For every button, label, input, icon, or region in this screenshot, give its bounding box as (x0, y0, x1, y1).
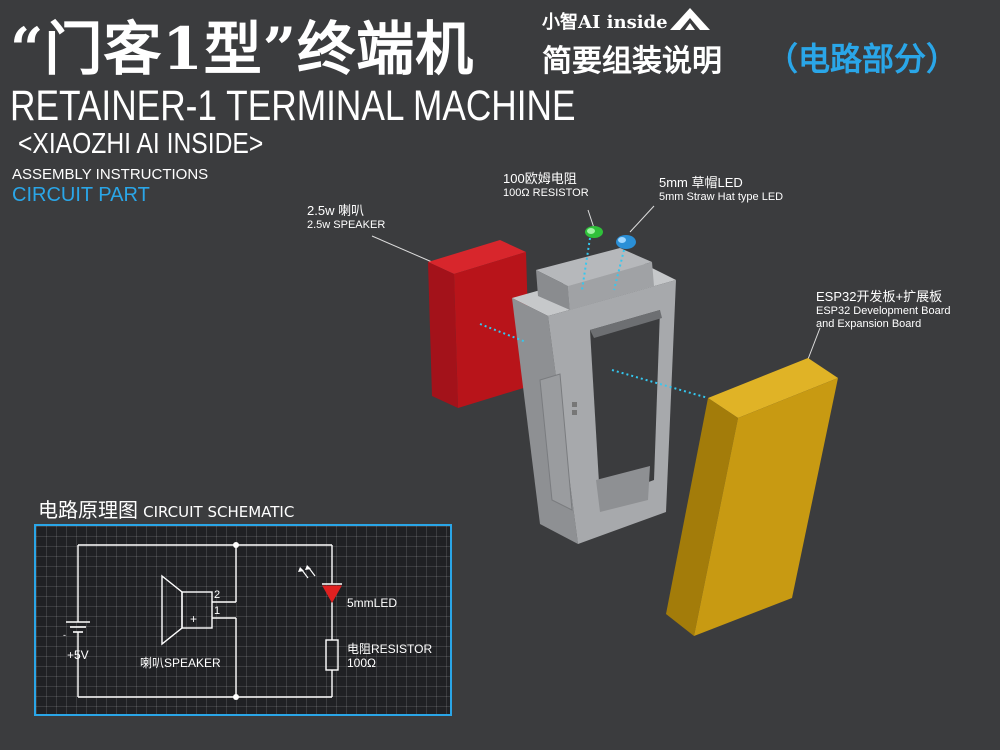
resistor-leader-line (587, 209, 595, 229)
speaker-callout: 2.5w 喇叭 2.5w SPEAKER (307, 203, 386, 232)
resistor-callout: 100欧姆电阻 100Ω RESISTOR (503, 171, 589, 200)
schematic-heading: 电路原理图 CIRCUIT SCHEMATIC (38, 494, 294, 523)
speaker-leader-line (371, 235, 433, 263)
esp32-board-block (666, 358, 838, 636)
board-callout-en-1: ESP32 Development Board (816, 304, 951, 317)
battery-symbol (66, 621, 90, 633)
board-callout: ESP32开发板+扩展板 ESP32 Development Board and… (816, 289, 951, 330)
led-callout: 5mm 草帽LED 5mm Straw Hat type LED (659, 175, 784, 204)
schematic-heading-cn: 电路原理图 (38, 498, 138, 522)
led-symbol (298, 565, 342, 604)
schematic-heading-en: CIRCUIT SCHEMATIC (143, 503, 295, 521)
resistor-label: 电阻RESISTOR (347, 642, 433, 656)
title-english-sub: <XIAOZHI AI INSIDE> (18, 128, 264, 160)
circuit-schematic: - +5V 2 1 + 喇叭SPEAKER 5mmLED 电阻RESISTOR … (34, 524, 452, 716)
schematic-drawing (66, 542, 342, 700)
connection-lines (479, 237, 709, 399)
logo-icon (670, 8, 710, 30)
speaker-pin-2: 2 (214, 589, 221, 601)
power-minus-label: - (63, 630, 66, 640)
title-english: RETAINER-1 TERMINAL MACHINE (10, 82, 576, 130)
led-label: 5mmLED (347, 596, 398, 610)
resistor-value-label: 100Ω (347, 656, 376, 670)
assembly-instructions-label: ASSEMBLY INSTRUCTIONS (12, 166, 209, 183)
speaker-plus-label: + (190, 612, 198, 626)
subtitle-circuit-part: （电路部分） (766, 40, 959, 78)
speaker-pin-1: 1 (214, 605, 221, 617)
circuit-part-label: CIRCUIT PART (12, 184, 150, 206)
resistor-callout-cn: 100欧姆电阻 (503, 171, 577, 186)
resistor-component (585, 226, 603, 238)
board-callout-cn: ESP32开发板+扩展板 (816, 289, 943, 304)
speaker-callout-cn: 2.5w 喇叭 (307, 203, 365, 218)
board-callout-en-2: and Expansion Board (816, 317, 922, 330)
power-label: +5V (67, 648, 89, 662)
led-component (616, 235, 636, 249)
resistor-callout-en: 100Ω RESISTOR (503, 186, 589, 199)
led-leader-line (629, 205, 655, 233)
led-callout-cn: 5mm 草帽LED (659, 175, 743, 190)
case-frame (512, 248, 676, 544)
led-callout-en: 5mm Straw Hat type LED (659, 190, 784, 203)
brand-label: 小智AI inside (542, 12, 668, 33)
title-chinese: “门客1型”终端机 (10, 15, 475, 83)
speaker-label: 喇叭SPEAKER (140, 656, 221, 670)
speaker-callout-en: 2.5w SPEAKER (307, 218, 386, 231)
subtitle-chinese: 简要组装说明 (542, 44, 722, 79)
speaker-block (428, 240, 530, 408)
